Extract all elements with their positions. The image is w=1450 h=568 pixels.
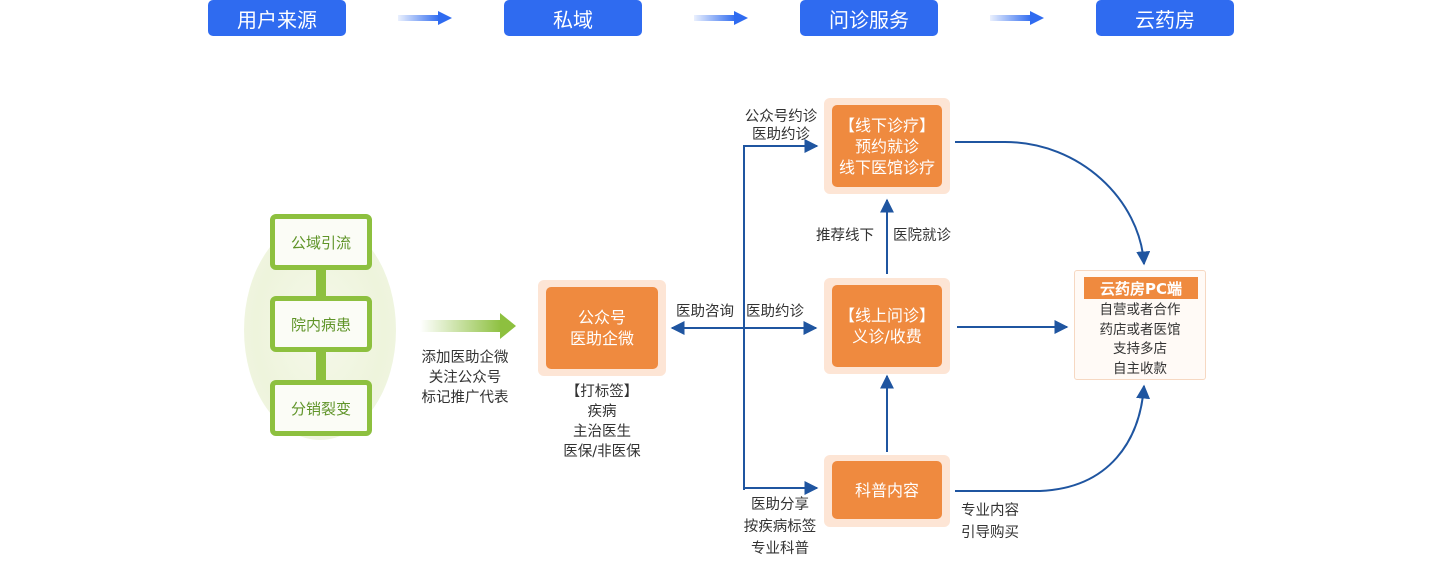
private-box: 公众号 医助企微 [546,287,658,369]
stage-arrow-icon [398,11,452,25]
stage-arrow-icon [694,11,748,25]
stage-user-source: 用户来源 [208,0,346,36]
box-line: 科普内容 [854,480,919,500]
recommend-offline-label: 推荐线下 [816,228,874,244]
caption-line: 关注公众号 [428,370,502,386]
green-connector [316,270,326,296]
stage-label: 云药房 [1135,7,1195,32]
appointment-label: 医助约诊 [746,304,804,320]
stage-cloud-pharmacy: 云药房 [1096,0,1234,36]
green-arrow-icon [420,313,516,339]
source-arrow-caption: 添加医助企微 关注公众号 标记推广代表 [410,348,520,408]
label-line: 医助约诊 [752,127,810,143]
box-line: 【线下诊疗】 [838,115,935,135]
stage-label: 私域 [553,7,593,32]
box-line: 义诊/收费 [852,327,922,346]
green-connector [316,352,326,380]
source-label: 院内病患 [290,315,351,334]
box-line: 公众号 [577,308,626,327]
feature-line: 自营或者合作 [1099,302,1181,318]
label-line: 专业科普 [751,541,809,557]
label-line: 公众号约诊 [744,109,818,125]
online-service-box: 【线上问诊】 义诊/收费 [832,285,942,367]
label-line: 医助分享 [751,497,809,513]
source-label: 公域引流 [290,233,351,252]
tag-line: 主治医生 [573,424,631,440]
feature-line: 药店或者医馆 [1099,321,1181,338]
offline-service-box: 【线下诊疗】 预约就诊 线下医馆诊疗 [832,105,942,187]
stage-private-domain: 私域 [504,0,642,36]
offline-pharmacy-connector [955,141,1151,266]
box-line: 线下医馆诊疗 [838,157,935,177]
science-pharmacy-connector [955,384,1151,492]
label-line: 引导购买 [961,525,1019,541]
box-line: 【线上问诊】 [838,306,935,325]
stage-arrow-icon [990,11,1044,25]
label-line: 专业内容 [961,503,1019,519]
science-content-box: 科普内容 [832,461,942,519]
pharmacy-title: 云药房PC端 [1084,277,1198,299]
science-in-label: 医助分享 按疾病标签 专业科普 [730,494,830,560]
cloud-pharmacy-box: 云药房PC端 自营或者合作 药店或者医馆 支持多店 自主收款 [1074,270,1206,380]
stage-label: 问诊服务 [829,7,909,32]
box-line: 预约就诊 [854,136,919,156]
source-distribution: 分销裂变 [270,380,372,436]
feature-line: 支持多店 [1113,341,1167,357]
caption-line: 标记推广代表 [421,390,509,406]
consult-label: 医助咨询 [676,304,734,320]
caption-line: 添加医助企微 [421,350,509,366]
label-line: 按疾病标签 [743,519,817,535]
tag-line: 医保/非医保 [563,444,641,460]
feature-line: 自主收款 [1113,360,1167,377]
source-public-traffic: 公域引流 [270,214,372,270]
offline-in-label: 公众号约诊 医助约诊 [736,108,826,144]
tag-line: 疾病 [587,404,617,420]
source-hospital-patients: 院内病患 [270,296,372,352]
offline-connector [743,139,819,490]
source-label: 分销裂变 [290,399,351,418]
pharmacy-features: 自营或者合作 药店或者医馆 支持多店 自主收款 [1075,301,1205,379]
tag-line: 【打标签】 [565,384,639,400]
private-tags: 【打标签】 疾病 主治医生 医保/非医保 [550,382,654,462]
stage-label: 用户来源 [237,7,317,32]
box-line: 医助企微 [569,329,634,348]
stage-consultation: 问诊服务 [800,0,938,36]
science-out-label: 专业内容 引导购买 [950,500,1030,544]
hospital-visit-label: 医院就诊 [893,228,951,244]
